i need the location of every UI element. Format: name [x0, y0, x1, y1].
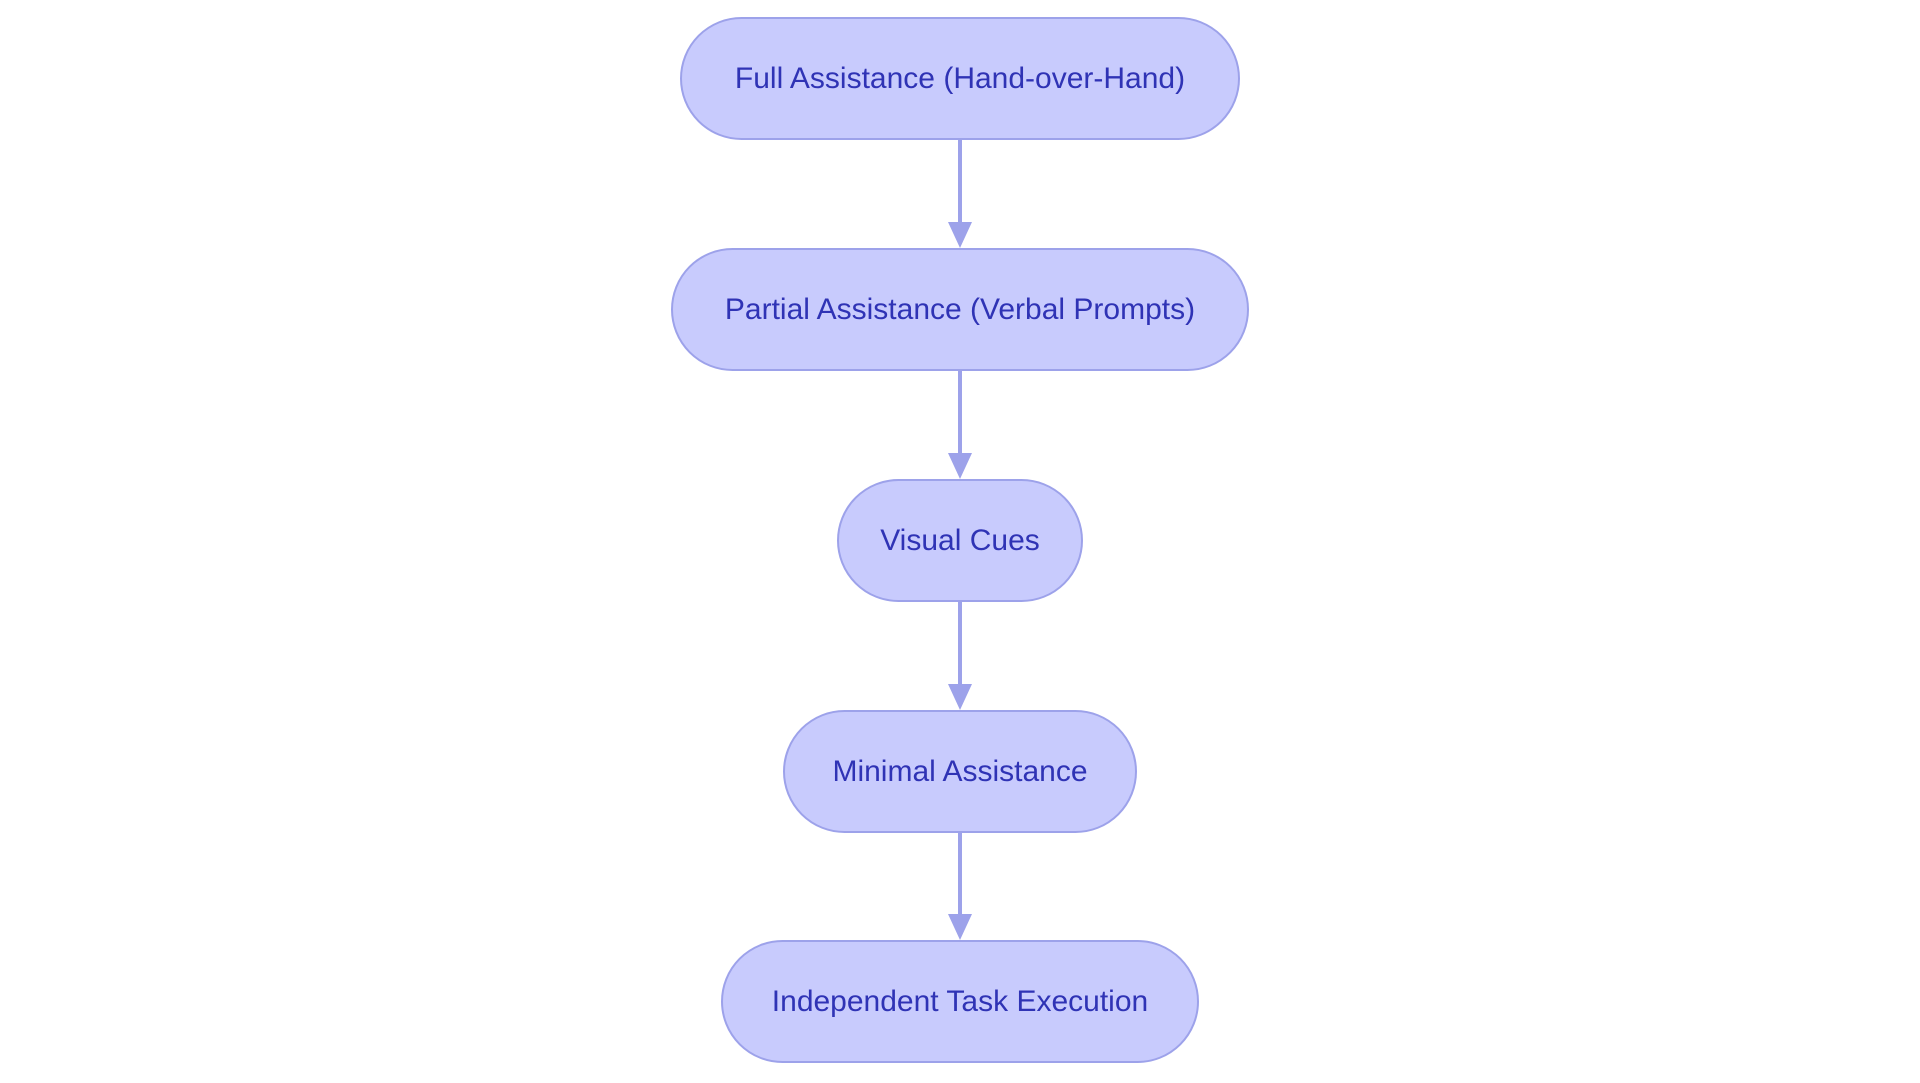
edge-n0-n1 [948, 140, 972, 248]
node-full-assistance: Full Assistance (Hand-over-Hand) [680, 17, 1240, 140]
arrowhead-icon [948, 453, 972, 479]
edge-n3-n4 [948, 833, 972, 940]
node-label: Full Assistance (Hand-over-Hand) [734, 61, 1186, 95]
node-label: Partial Assistance (Verbal Prompts) [724, 292, 1196, 326]
node-visual-cues: Visual Cues [837, 479, 1083, 602]
node-independent-task-execution: Independent Task Execution [721, 940, 1199, 1063]
node-partial-assistance: Partial Assistance (Verbal Prompts) [671, 248, 1249, 371]
node-label: Visual Cues [880, 523, 1040, 557]
node-label: Minimal Assistance [832, 754, 1088, 788]
node-label: Independent Task Execution [771, 984, 1149, 1018]
node-minimal-assistance: Minimal Assistance [783, 710, 1137, 833]
edge-n1-n2 [948, 371, 972, 479]
arrowhead-icon [948, 914, 972, 940]
arrowhead-icon [948, 222, 972, 248]
arrowhead-icon [948, 684, 972, 710]
edge-n2-n3 [948, 602, 972, 710]
